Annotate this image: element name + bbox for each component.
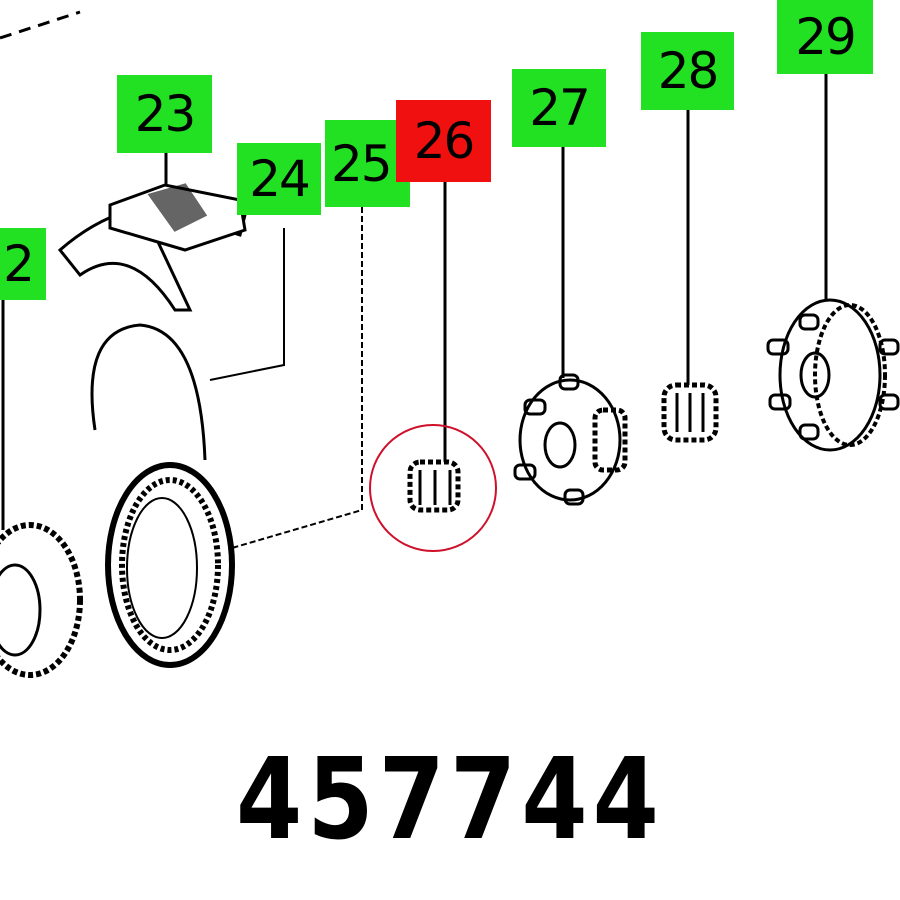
callout-label-26[interactable]: 26 (396, 100, 491, 182)
callout-label-27[interactable]: 27 (512, 69, 606, 147)
part-24-ring (90, 323, 207, 461)
part-22-planet-carrier (0, 522, 83, 678)
callout-label-29[interactable]: 29 (777, 0, 873, 74)
callout-label-23[interactable]: 23 (117, 75, 212, 153)
highlight-circle (369, 424, 497, 552)
dashed-guide-line (0, 10, 81, 40)
part-27-carrier (513, 373, 628, 506)
part-29-pin-disc (766, 298, 900, 452)
leader-line-24 (209, 228, 285, 381)
part-26-pinion (407, 459, 461, 513)
part-25-ring-gear (105, 462, 235, 668)
part-number: 457744 (235, 735, 665, 865)
callout-label-2[interactable]: 2 (0, 228, 46, 300)
part-23-cover (57, 183, 247, 312)
callout-label-25[interactable]: 25 (325, 120, 410, 207)
leader-line-25 (231, 207, 363, 549)
callout-label-24[interactable]: 24 (237, 143, 321, 215)
callout-label-28[interactable]: 28 (641, 32, 734, 110)
part-28-gear (661, 382, 719, 443)
